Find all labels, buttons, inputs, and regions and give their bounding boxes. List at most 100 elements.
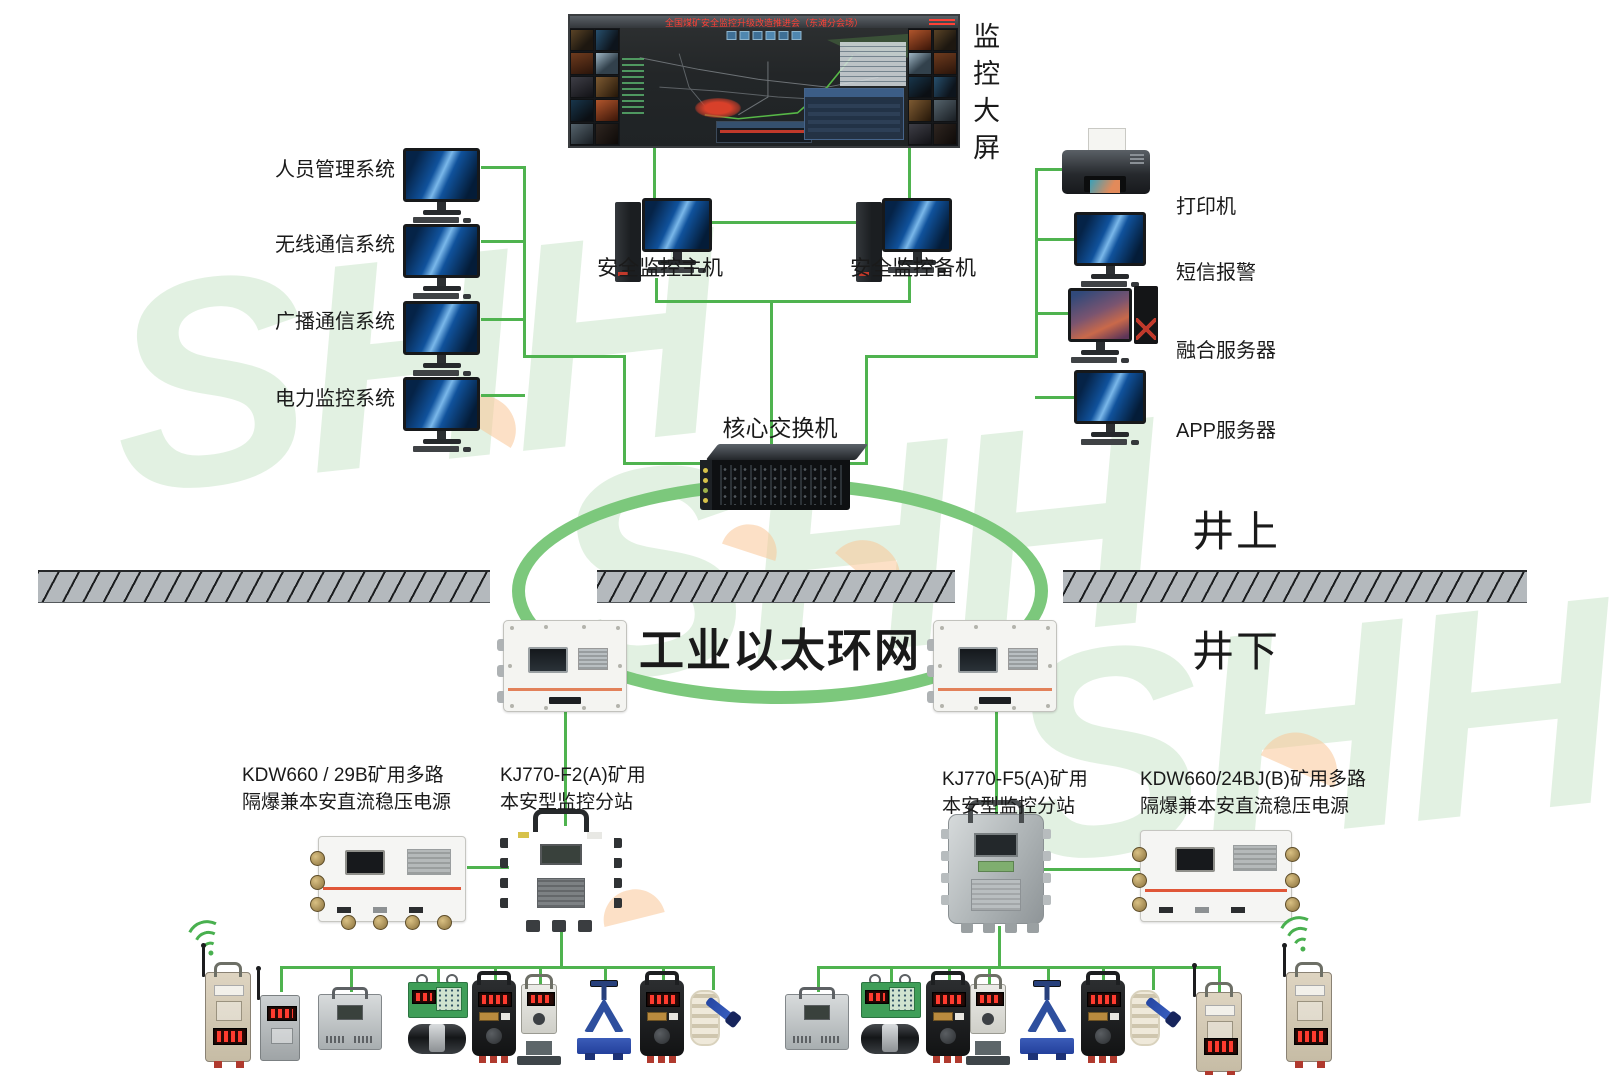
label-left-power-supply: KDW660 / 29B矿用多路 隔爆兼本安直流稳压电源 xyxy=(242,762,451,816)
connector-line xyxy=(908,276,911,302)
connector-line xyxy=(623,355,626,465)
methane-sensor xyxy=(926,971,970,1063)
ring-switch-right xyxy=(927,620,1057,712)
map-legend-list xyxy=(622,55,644,114)
label-underground: 井下 xyxy=(1192,628,1281,675)
main-host-monitor xyxy=(642,198,712,273)
label-ethernet-ring: 工业以太环网 xyxy=(638,625,921,676)
backup-host-tower xyxy=(856,202,882,282)
connector-line xyxy=(560,930,563,968)
ground-hatch-middle xyxy=(597,570,955,603)
monitor-power-system xyxy=(403,377,480,452)
label-personnel-system: 人员管理系统 xyxy=(275,159,395,181)
connector-line xyxy=(865,355,868,465)
fusion-server-monitor xyxy=(1068,288,1132,363)
connector-line xyxy=(1035,312,1072,315)
mine-3d-map xyxy=(620,27,908,146)
temperature-sensor xyxy=(517,974,561,1065)
connector-line xyxy=(712,966,715,990)
label-left-substation: KJ770-F2(A)矿用 本安型监控分站 xyxy=(500,762,646,816)
connector-line xyxy=(523,355,626,358)
dust-sensor xyxy=(785,987,849,1050)
app-server-monitor xyxy=(1074,370,1146,445)
power-supply-right xyxy=(1132,830,1300,922)
connector-line xyxy=(1035,168,1065,171)
sms-alarm-monitor xyxy=(1074,212,1146,287)
sensor-bus-right xyxy=(817,966,1220,969)
connector-line xyxy=(481,166,525,169)
label-wireless-system: 无线通信系统 xyxy=(275,234,395,256)
working-face-highlight xyxy=(694,97,741,118)
wind-speed-sensor xyxy=(861,974,921,1054)
fusion-server-tower xyxy=(1134,286,1158,344)
label-line: KJ770-F5(A)矿用 xyxy=(942,769,1088,790)
connector-line xyxy=(1035,396,1075,399)
label-app-server: APP服务器 xyxy=(1176,420,1277,442)
wind-speed-sensor xyxy=(408,974,468,1054)
roof-pressure-device xyxy=(1020,980,1074,1060)
connector-line xyxy=(437,966,440,988)
cable-and-clamp xyxy=(1128,988,1178,1054)
label-broadcast-system: 广播通信系统 xyxy=(275,311,395,333)
wifi-signal-icon xyxy=(1272,910,1327,964)
backup-host-monitor xyxy=(882,198,952,273)
connector-line xyxy=(467,866,509,869)
map-toolbar-icons xyxy=(726,30,802,40)
cable-and-clamp xyxy=(688,988,738,1054)
label-power-system: 电力监控系统 xyxy=(275,388,395,410)
map-data-panel xyxy=(840,41,906,86)
camera-thumbnails-left xyxy=(570,28,620,147)
label-right-substation: KJ770-F5(A)矿用 本安型监控分站 xyxy=(942,766,1088,820)
connector-line xyxy=(948,966,951,984)
label-line: KJ770-F2(A)矿用 xyxy=(500,765,646,786)
connector-line xyxy=(1152,966,1155,990)
connector-line xyxy=(988,966,991,988)
connector-line xyxy=(653,148,656,204)
monitor-wireless-system xyxy=(403,224,480,299)
label-fusion-server: 融合服务器 xyxy=(1176,340,1276,362)
connector-line xyxy=(655,300,911,303)
connector-line xyxy=(655,278,658,302)
label-backup-host: 安全监控备机 xyxy=(850,257,976,280)
connector-line xyxy=(1035,238,1075,241)
co-sensor xyxy=(1081,971,1125,1063)
label-core-switch: 核心交换机 xyxy=(722,415,838,441)
label-line: 本安型监控分站 xyxy=(500,792,634,813)
label-line: KDW660/24BJ(B)矿用多路 xyxy=(1140,769,1366,790)
wireless-sensor xyxy=(201,943,251,1068)
video-wall-label: 监控大屏 xyxy=(969,22,1000,170)
label-line: KDW660 / 29B矿用多路 xyxy=(242,765,444,786)
connector-line xyxy=(848,462,868,465)
ring-switch-left xyxy=(497,620,627,712)
sensor-bus-left xyxy=(280,966,715,969)
connector-line xyxy=(494,966,497,984)
connector-line xyxy=(817,966,820,992)
core-switch-device xyxy=(700,444,869,510)
map-status-table xyxy=(804,88,904,140)
connector-line xyxy=(280,966,283,992)
roof-pressure-device xyxy=(577,980,631,1060)
connector-line xyxy=(350,966,353,992)
methane-sensor xyxy=(472,971,516,1063)
substation-left xyxy=(500,809,622,932)
main-host-tower xyxy=(615,202,641,282)
connector-line xyxy=(604,966,607,984)
connector-line xyxy=(1043,868,1141,871)
connector-line xyxy=(998,926,1001,968)
connector-line xyxy=(865,355,1038,358)
video-wall-banner: 全国煤矿安全监控升级改造推进会（东滩分会场） xyxy=(570,16,958,28)
wireless-sensor xyxy=(1192,963,1242,1075)
connector-line xyxy=(481,318,525,321)
connector-line xyxy=(1047,966,1050,984)
connector-line xyxy=(770,300,773,446)
label-line: 隔爆兼本安直流稳压电源 xyxy=(242,792,452,813)
label-above-ground: 井上 xyxy=(1192,508,1281,555)
dust-sensor xyxy=(318,987,382,1050)
connector-line xyxy=(995,710,998,816)
connector-line xyxy=(481,240,525,243)
connector-line xyxy=(1218,966,1221,994)
monitor-broadcast-system xyxy=(403,301,480,376)
connector-line xyxy=(890,966,893,988)
ground-hatch-left xyxy=(38,570,490,603)
